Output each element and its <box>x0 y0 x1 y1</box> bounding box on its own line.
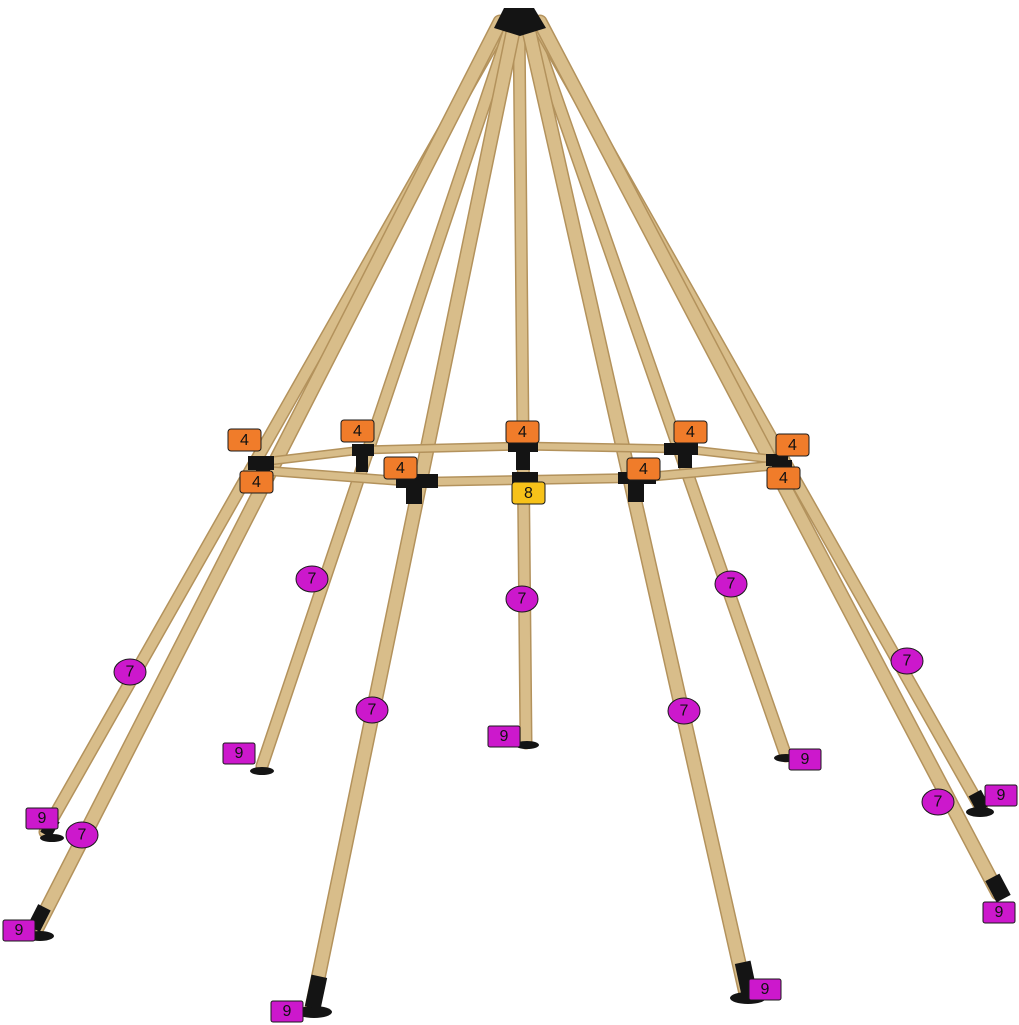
pole <box>306 16 521 1014</box>
part-4-label: 4 <box>775 433 810 457</box>
part-7-label: 7 <box>355 696 389 724</box>
part-4-label: 4 <box>239 470 274 494</box>
part-7-label-text: 7 <box>126 664 135 681</box>
part-7-label: 7 <box>890 647 924 675</box>
part-7-label: 7 <box>65 821 99 849</box>
part-7-labels: 7 7 7 7 7 7 7 7 7 <box>65 565 955 849</box>
pole <box>521 16 752 1000</box>
foot-socket <box>304 974 328 1010</box>
part-7-label: 7 <box>921 788 955 816</box>
part-4-label-text: 4 <box>788 437 797 454</box>
foot-plate <box>40 834 64 842</box>
part-7-label-text: 7 <box>368 702 377 719</box>
pole <box>514 17 531 748</box>
foot-socket <box>985 873 1011 903</box>
poles <box>28 14 1006 1016</box>
part-4-label: 4 <box>505 420 540 444</box>
part-7-label: 7 <box>113 658 147 686</box>
part-7-label-text: 7 <box>78 827 87 844</box>
part-9-label-text: 9 <box>801 751 810 768</box>
part-4-label: 4 <box>227 428 262 452</box>
pole <box>525 17 791 761</box>
part-9-label-text: 9 <box>15 922 24 939</box>
part-7-label-text: 7 <box>903 653 912 670</box>
part-9-label: 9 <box>270 1000 304 1023</box>
part-4-label: 4 <box>673 420 708 444</box>
part-4-label-text: 4 <box>240 432 249 449</box>
part-9-label: 9 <box>748 978 782 1001</box>
part-9-label-text: 9 <box>283 1003 292 1020</box>
part-9-label: 9 <box>487 725 521 748</box>
part-7-label-text: 7 <box>308 571 317 588</box>
part-9-label: 9 <box>2 919 36 942</box>
foot-socket <box>968 789 990 813</box>
part-8-label-text: 8 <box>524 485 533 502</box>
part-4-label-text: 4 <box>779 470 788 487</box>
part-4-label: 4 <box>340 419 375 443</box>
part-4-label: 4 <box>766 466 801 490</box>
part-9-label-text: 9 <box>235 745 244 762</box>
part-7-label: 7 <box>295 565 329 593</box>
part-9-label: 9 <box>788 748 822 771</box>
part-4-label-text: 4 <box>686 424 695 441</box>
part-7-label-text: 7 <box>680 703 689 720</box>
top-cap <box>494 8 546 36</box>
bracket <box>516 448 530 470</box>
part-4-label: 4 <box>626 457 661 481</box>
foot-plate <box>250 767 274 775</box>
part-4-label-text: 4 <box>639 461 648 478</box>
part-9-label-text: 9 <box>500 728 509 745</box>
part-9-label: 9 <box>982 901 1016 924</box>
part-9-label: 9 <box>222 742 256 765</box>
pole <box>257 17 517 771</box>
bracket <box>406 474 422 504</box>
part-4-label-text: 4 <box>396 460 405 477</box>
part-9-label-text: 9 <box>997 787 1006 804</box>
part-4-label-text: 4 <box>518 424 527 441</box>
part-9-label: 9 <box>984 784 1018 807</box>
bracket <box>512 472 538 484</box>
part-9-label-text: 9 <box>761 981 770 998</box>
part-4-labels: 4 4 4 4 4 4 4 4 4 <box>227 419 810 494</box>
foot-plate <box>296 1006 332 1018</box>
part-7-label: 7 <box>505 585 539 613</box>
part-4-label-text: 4 <box>353 423 362 440</box>
part-7-label: 7 <box>667 697 701 725</box>
foot-plate <box>515 741 539 749</box>
foot-plate <box>966 807 994 817</box>
part-9-label-text: 9 <box>38 810 47 827</box>
part-9-labels: 9 9 9 9 9 9 9 9 9 <box>2 725 1018 1023</box>
part-7-label-text: 7 <box>518 591 527 608</box>
part-8-label: 8 <box>511 481 546 505</box>
part-7-label-text: 7 <box>727 576 736 593</box>
bracket <box>678 450 692 468</box>
part-9-label-text: 9 <box>995 904 1004 921</box>
bracket <box>356 452 368 472</box>
part-4-label-text: 4 <box>252 474 261 491</box>
part-4-label: 4 <box>383 456 418 480</box>
part-7-label-text: 7 <box>934 794 943 811</box>
part-9-label: 9 <box>25 807 59 830</box>
part-7-label: 7 <box>714 570 748 598</box>
